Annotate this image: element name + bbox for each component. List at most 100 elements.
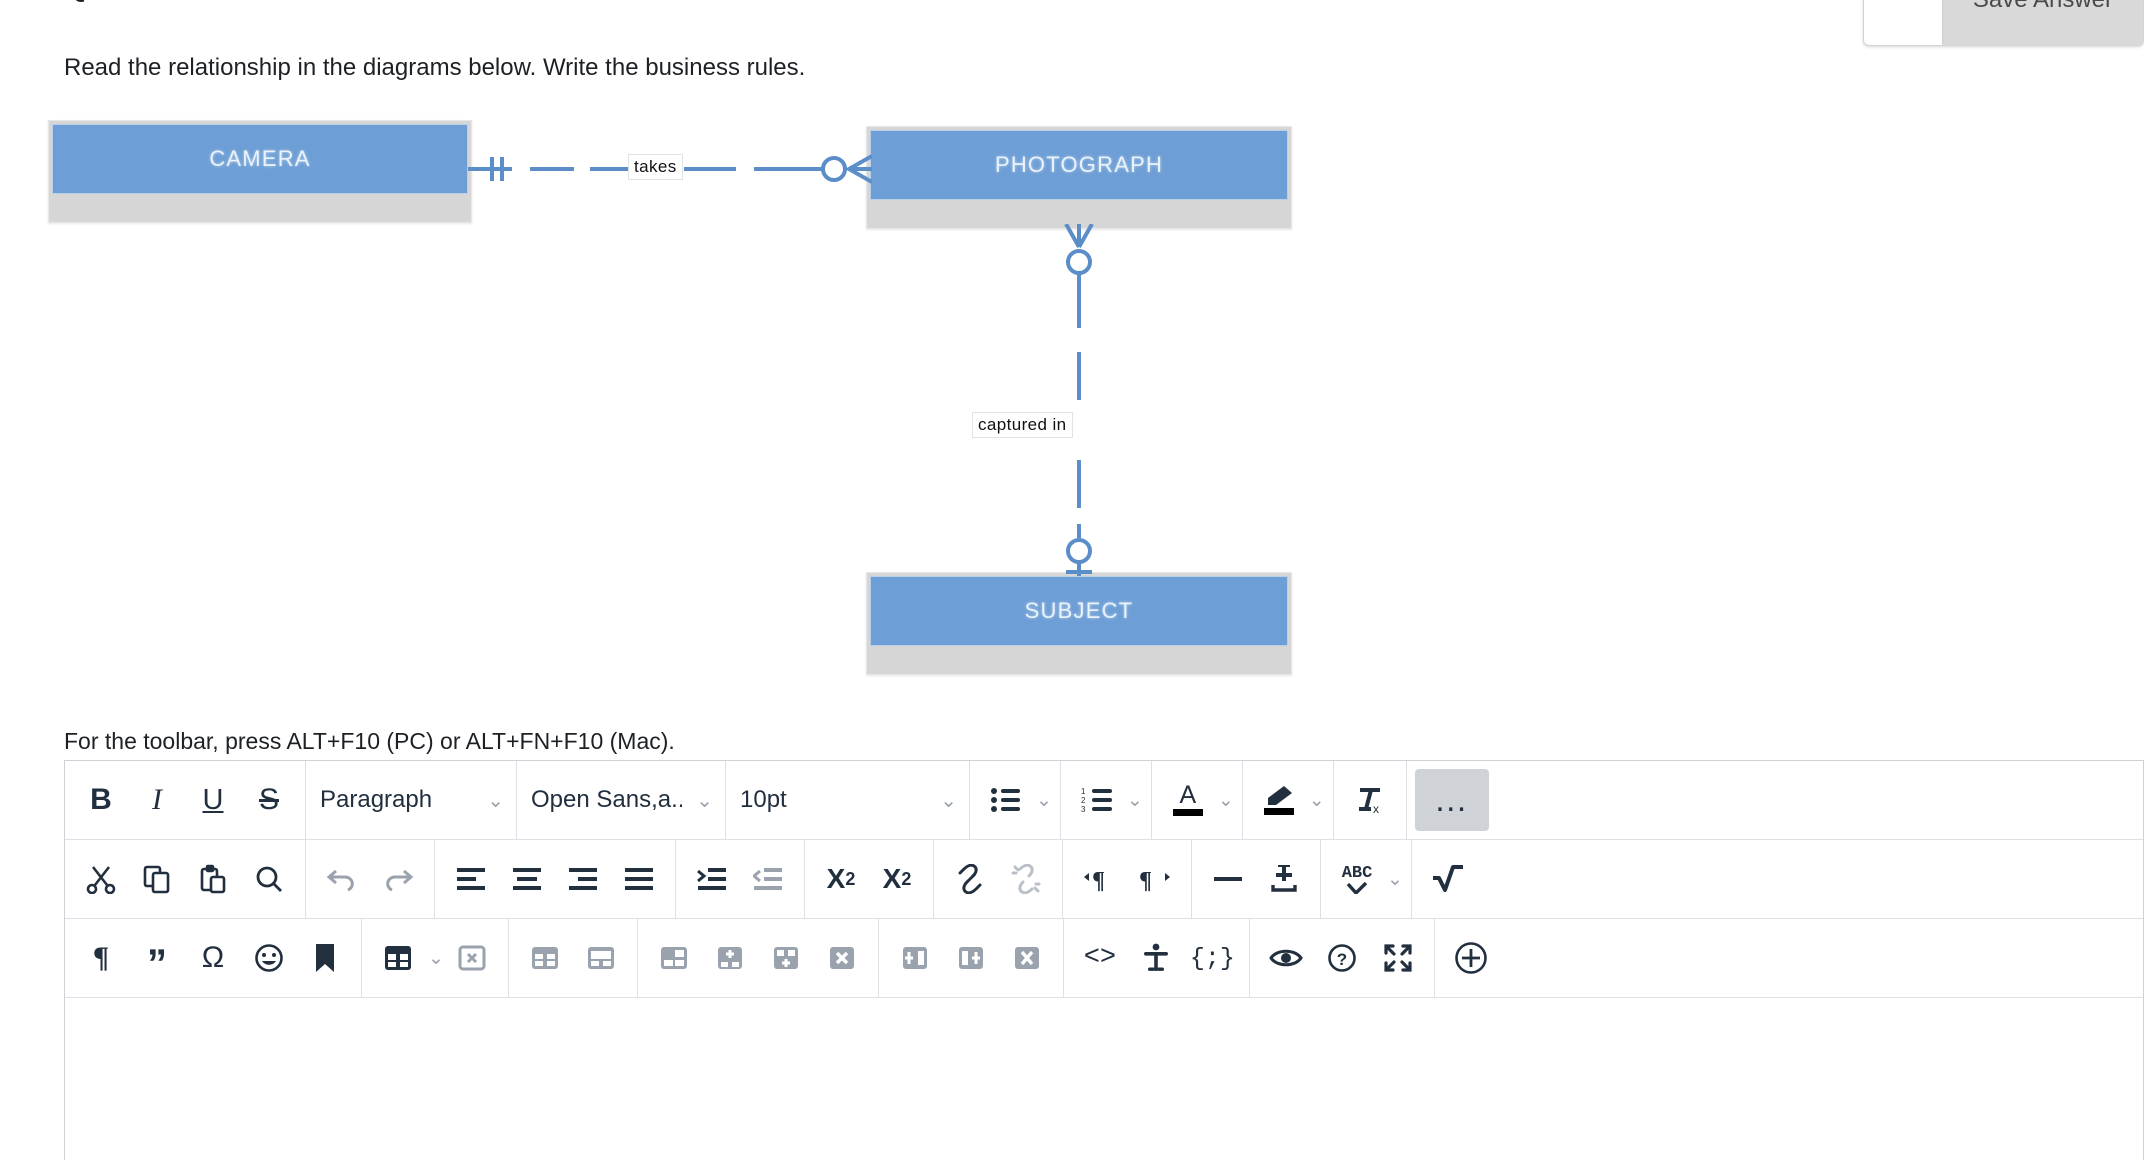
clear-formatting-button[interactable]: x <box>1342 772 1398 828</box>
strikethrough-button[interactable]: S <box>258 783 279 816</box>
plus-circle-icon <box>1455 942 1487 974</box>
italic-button[interactable]: I <box>152 783 162 816</box>
clear-formatting-icon: x <box>1358 788 1380 815</box>
font-family-select[interactable]: Open Sans,a... ⌄ <box>517 772 725 828</box>
math-button[interactable] <box>1420 851 1476 907</box>
toolbar-group-inline-styles: B I U S <box>65 761 306 839</box>
insert-column-before-button[interactable] <box>887 930 943 986</box>
paste-icon <box>200 864 226 894</box>
paste-button[interactable] <box>185 851 241 907</box>
page-break-button[interactable] <box>1256 851 1312 907</box>
source-code-button[interactable]: <> <box>1083 943 1117 973</box>
block-format-select[interactable]: Paragraph ⌄ <box>306 772 516 828</box>
delete-column-button[interactable] <box>999 930 1055 986</box>
help-icon: ? <box>1328 944 1356 972</box>
subscript-index: 2 <box>901 868 912 889</box>
toolbar-group-insert-misc: ¶ ” Ω <box>65 919 362 997</box>
toolbar-group-table-cells <box>638 919 879 997</box>
chevron-down-icon[interactable]: ⌄ <box>1036 789 1052 811</box>
toolbar-group-numbered-list: 1 2 3 ⌄ <box>1061 761 1152 839</box>
ltr-button[interactable]: ¶ <box>1071 851 1127 907</box>
entity-camera-attributes <box>52 194 468 216</box>
chevron-down-icon[interactable]: ⌄ <box>1217 789 1234 811</box>
svg-text:1: 1 <box>1081 787 1086 796</box>
special-character-button[interactable]: Ω <box>201 941 225 974</box>
emoji-icon <box>255 944 283 972</box>
cut-button[interactable] <box>73 851 129 907</box>
svg-text:x: x <box>1373 802 1379 815</box>
entity-camera-label: CAMERA <box>52 124 468 194</box>
align-center-button[interactable] <box>499 851 555 907</box>
underline-button[interactable]: U <box>202 783 224 816</box>
fullscreen-button[interactable] <box>1370 930 1426 986</box>
chevron-down-icon[interactable]: ⌄ <box>428 947 444 969</box>
toolbar-row-3: ¶ ” Ω <box>65 919 2143 998</box>
merge-cells-icon <box>660 947 687 969</box>
subscript-base: X <box>882 863 902 894</box>
chevron-down-icon[interactable]: ⌄ <box>1126 789 1143 811</box>
outdent-button[interactable] <box>740 851 796 907</box>
chevron-down-icon: ⌄ <box>487 789 504 812</box>
rich-text-editor: B I U S Paragraph ⌄ Open Sans,a... ⌄ 10p… <box>64 760 2144 1161</box>
unlink-icon <box>1011 864 1041 894</box>
rtl-button[interactable]: ¶ <box>1127 851 1183 907</box>
indent-button[interactable] <box>684 851 740 907</box>
insert-row-below-button[interactable] <box>758 930 814 986</box>
align-left-button[interactable] <box>443 851 499 907</box>
text-color-button[interactable]: A <box>1160 772 1216 828</box>
spellcheck-button[interactable]: ABC <box>1329 851 1385 907</box>
highlight-color-button[interactable] <box>1251 772 1307 828</box>
toolbar-group-math <box>1412 840 1484 918</box>
emoji-button[interactable] <box>241 930 297 986</box>
style-css-button[interactable]: {;} <box>1189 943 1235 973</box>
table-row-properties-button[interactable] <box>573 930 629 986</box>
insert-column-after-button[interactable] <box>943 930 999 986</box>
toolbar-group-insert-plus <box>1435 919 1507 997</box>
numbered-list-button[interactable]: 1 2 3 <box>1069 772 1125 828</box>
insert-row-above-icon <box>717 947 742 969</box>
font-size-select[interactable]: 10pt ⌄ <box>726 772 969 828</box>
accessibility-button[interactable] <box>1128 930 1184 986</box>
show-blocks-button[interactable]: ¶ <box>92 941 110 974</box>
insert-plus-button[interactable] <box>1443 930 1499 986</box>
insert-row-above-button[interactable] <box>702 930 758 986</box>
delete-table-button[interactable] <box>444 930 500 986</box>
find-replace-button[interactable] <box>241 851 297 907</box>
editor-content-area[interactable] <box>65 998 2143 1161</box>
merge-cells-button[interactable] <box>646 930 702 986</box>
redo-button[interactable] <box>370 851 426 907</box>
remove-link-button[interactable] <box>998 851 1054 907</box>
justify-button[interactable] <box>611 851 667 907</box>
block-format-value: Paragraph <box>320 786 433 813</box>
toolbar-group-table: ⌄ <box>362 919 509 997</box>
blockquote-button[interactable]: ” <box>147 942 167 986</box>
anchor-icon <box>316 944 334 972</box>
undo-button[interactable] <box>314 851 370 907</box>
copy-button[interactable] <box>129 851 185 907</box>
chevron-down-icon[interactable]: ⌄ <box>1308 789 1325 811</box>
delete-row-button[interactable] <box>814 930 870 986</box>
help-button[interactable]: ? <box>1314 930 1370 986</box>
svg-text:3: 3 <box>1081 805 1086 813</box>
anchor-button[interactable] <box>297 930 353 986</box>
align-right-button[interactable] <box>555 851 611 907</box>
bold-button[interactable]: B <box>90 783 112 816</box>
more-options-button[interactable]: … <box>1414 769 1489 831</box>
table-properties-button[interactable] <box>517 930 573 986</box>
table-button[interactable] <box>370 930 426 986</box>
save-answer-button[interactable]: Save Answer <box>1941 0 2143 45</box>
checkmark-icon <box>1346 881 1368 894</box>
justify-icon <box>625 868 653 890</box>
bullet-list-button[interactable] <box>978 772 1034 828</box>
chevron-down-icon[interactable]: ⌄ <box>1387 868 1403 890</box>
superscript-exponent: 2 <box>845 868 856 889</box>
spellcheck-label: ABC <box>1341 863 1373 883</box>
preview-button[interactable] <box>1258 930 1314 986</box>
toolbar-group-history <box>306 840 435 918</box>
horizontal-rule-button[interactable] <box>1200 851 1256 907</box>
insert-link-button[interactable] <box>942 851 998 907</box>
page-break-icon <box>1271 865 1297 892</box>
